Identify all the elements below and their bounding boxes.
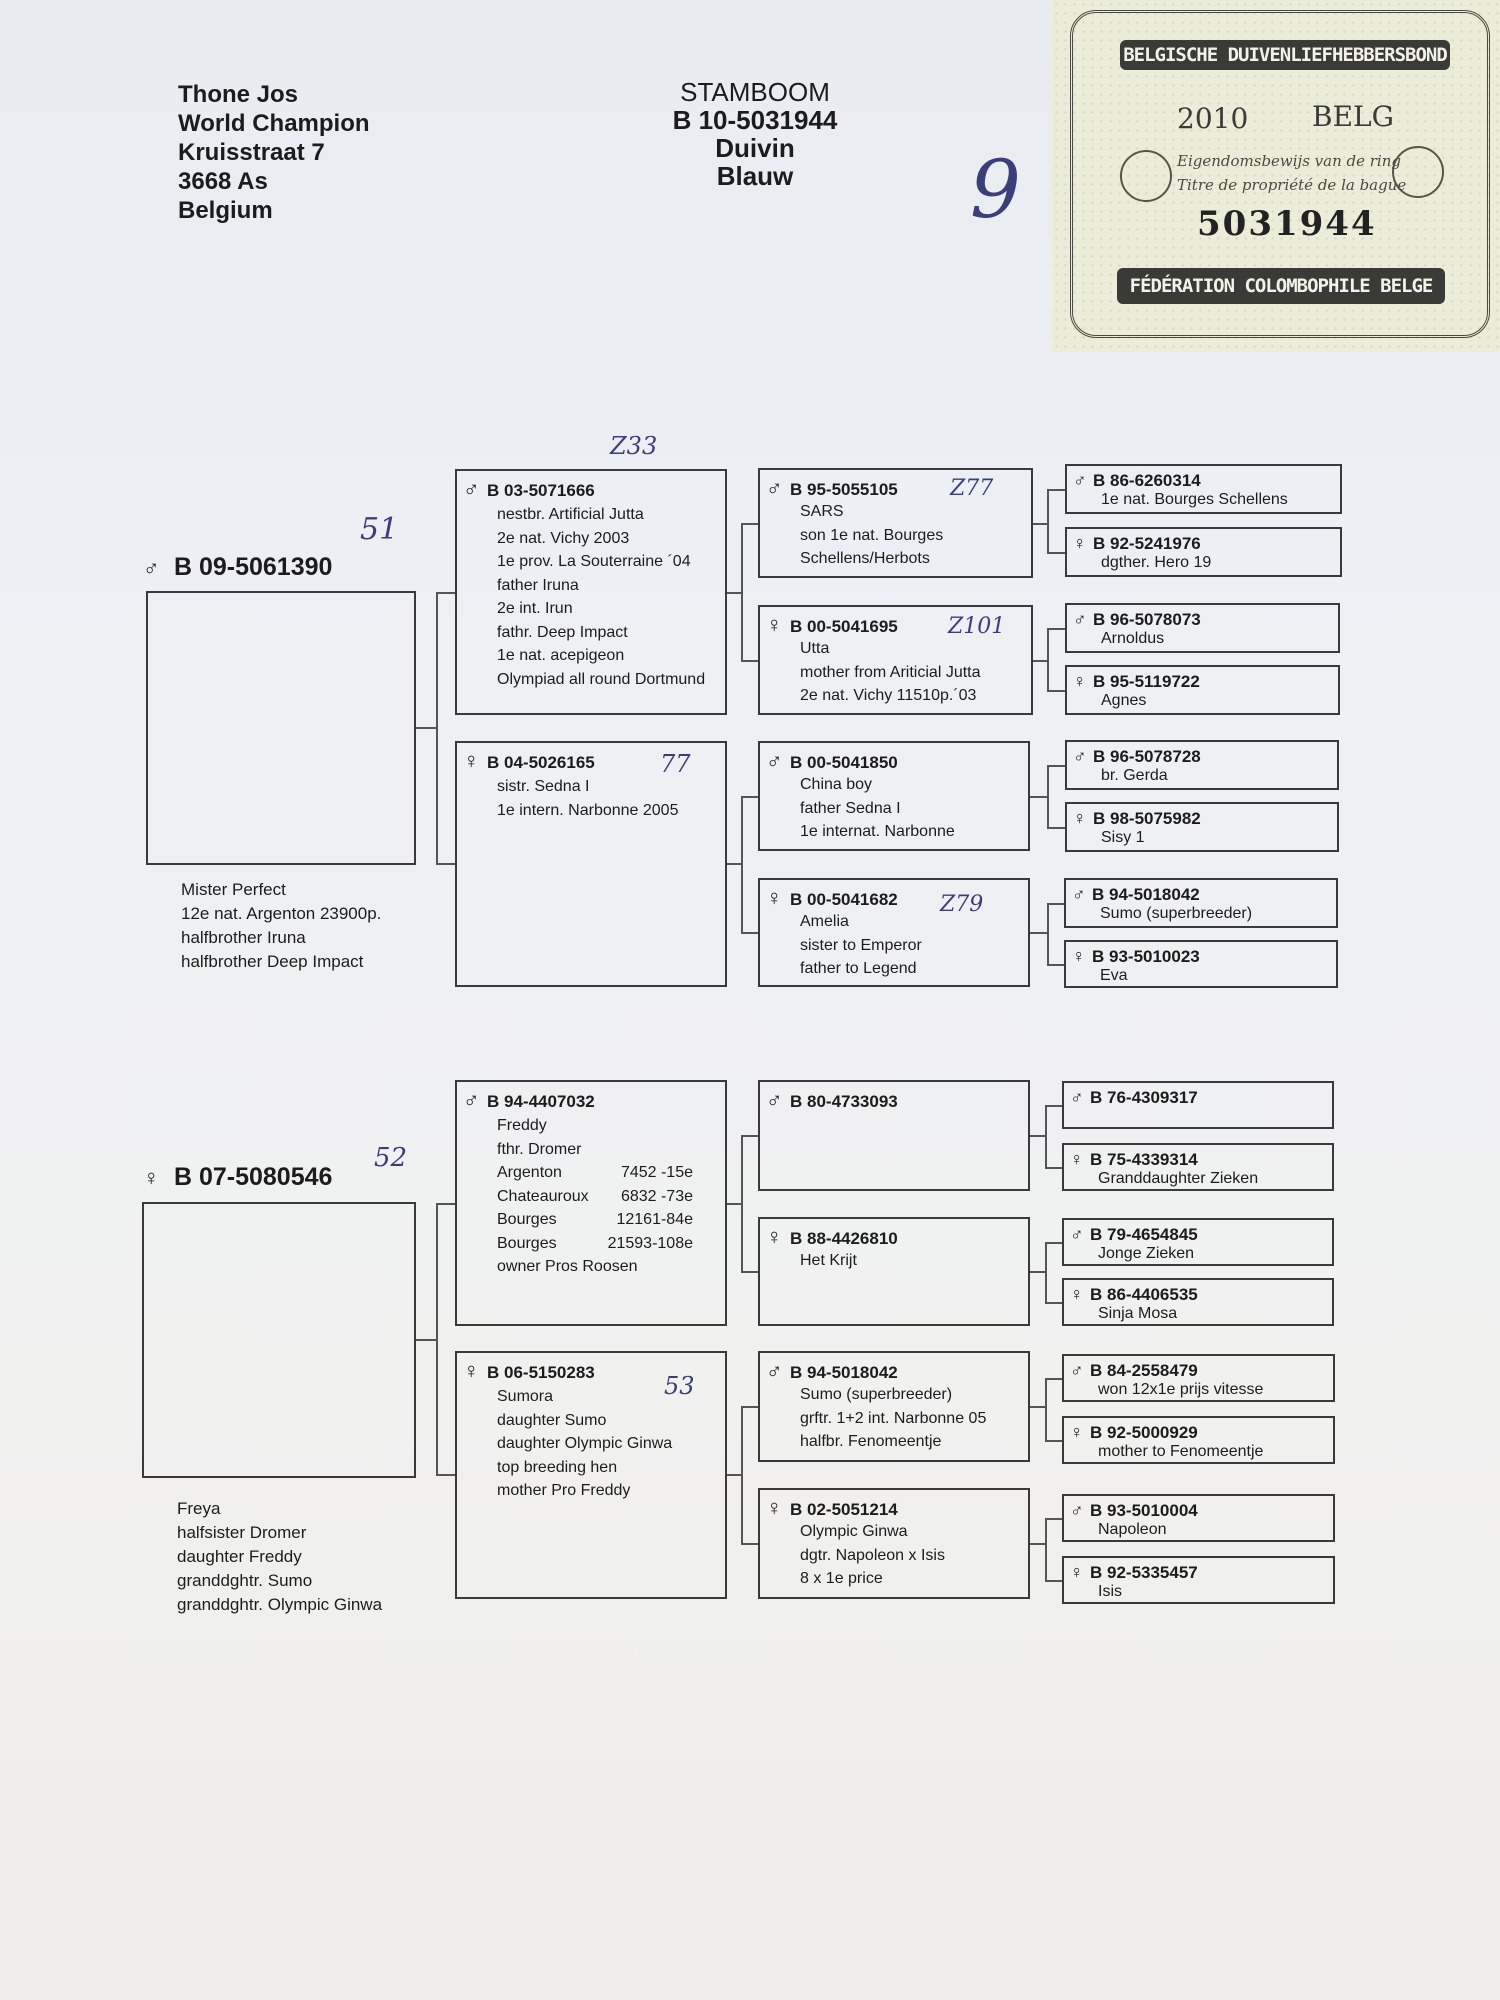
pedigree-box-dss: ♂B 80-4733093: [758, 1080, 1030, 1191]
pedigree-box-dsd: ♀B 88-4426810 Het Krijt: [758, 1217, 1030, 1326]
owner-street: Kruisstraat 7: [178, 139, 325, 166]
female-icon: ♀: [143, 1165, 160, 1190]
pedigree-box-ddd: ♀B 02-5051214 Olympic Ginwa dgtr. Napole…: [758, 1488, 1030, 1599]
pedigree-box-g4-2: ♀B 92-5241976 dgther. Hero 19: [1065, 527, 1342, 577]
seal-left-icon: [1120, 150, 1172, 202]
female-icon: ♀: [463, 748, 480, 773]
male-icon: ♂: [1073, 746, 1087, 766]
ss-hand-note: Z33: [610, 432, 658, 460]
male-icon: ♂: [143, 555, 160, 580]
male-icon: ♂: [766, 1087, 783, 1112]
crown-seal-icon: [1392, 146, 1444, 198]
female-icon: ♀: [766, 1224, 783, 1249]
male-icon: ♂: [1070, 1500, 1084, 1520]
pedigree-box-sd: ♀B 04-5026165 sistr. Sedna I 1e intern. …: [455, 741, 727, 987]
female-icon: ♀: [1070, 1284, 1084, 1304]
card-country: BELG: [1312, 100, 1394, 133]
owner-country: Belgium: [178, 197, 273, 224]
male-icon: ♂: [766, 1358, 783, 1383]
pedigree-header: STAMBOOM B 10-5031944 Duivin Blauw: [620, 78, 890, 190]
male-icon: ♂: [463, 1087, 480, 1112]
male-icon: ♂: [1072, 884, 1086, 904]
female-icon: ♀: [1070, 1562, 1084, 1582]
sss-hand-note: Z77: [950, 476, 994, 501]
owner-name: Thone Jos: [178, 81, 299, 108]
dd-hand-note: 53: [664, 1372, 695, 1400]
pedigree-box-g4-15: ♂B 93-5010004 Napoleon: [1062, 1494, 1335, 1542]
card-year: 2010: [1177, 102, 1249, 135]
female-icon: ♀: [1073, 808, 1087, 828]
pedigree-box-g4-4: ♀B 95-5119722 Agnes: [1065, 665, 1340, 715]
card-bottom-banner: FÉDÉRATION COLOMBOPHILE BELGE: [1117, 268, 1445, 304]
pedigree-box-g4-7: ♂B 94-5018042 Sumo (superbreeder): [1064, 878, 1338, 928]
ring-ownership-card: BELGISCHE DUIVENLIEFHEBBERSBOND 2010 BEL…: [1052, 0, 1500, 352]
female-icon: ♀: [463, 1358, 480, 1383]
card-line-1: Eigendomsbewijs van de ring: [1177, 152, 1401, 170]
pedigree-title: STAMBOOM: [680, 77, 830, 107]
pedigree-box-g4-16: ♀B 92-5335457 Isis: [1062, 1556, 1335, 1604]
female-icon: ♀: [1070, 1149, 1084, 1169]
owner-address: Thone Jos World Champion Kruisstraat 7 3…: [178, 80, 370, 225]
sire-hand-note: 51: [360, 512, 399, 547]
dam-ring: ♀ B 07-5080546: [143, 1163, 333, 1191]
female-icon: ♀: [766, 885, 783, 910]
card-ring-number: 5031944: [1197, 204, 1377, 244]
female-icon: ♀: [1072, 946, 1086, 966]
sd-hand-note: 77: [660, 750, 691, 778]
female-icon: ♀: [1073, 533, 1087, 553]
card-frame: [1070, 10, 1490, 338]
pedigree-box-ds: ♂B 94-4407032 Freddy fthr. Dromer Argent…: [455, 1080, 727, 1326]
pedigree-box-g4-5: ♂B 96-5078728 br. Gerda: [1065, 740, 1339, 790]
owner-city: 3668 As: [178, 168, 268, 195]
female-icon: ♀: [766, 1495, 783, 1520]
handwritten-mark: 9: [970, 143, 1021, 236]
pedigree-box-dds: ♂B 94-5018042 Sumo (superbreeder) grftr.…: [758, 1351, 1030, 1462]
pedigree-box-g4-6: ♀B 98-5075982 Sisy 1: [1065, 802, 1339, 852]
male-icon: ♂: [766, 748, 783, 773]
male-icon: ♂: [1070, 1087, 1084, 1107]
pedigree-box-ss: ♂B 03-5071666 nestbr. Artificial Jutta 2…: [455, 469, 727, 715]
pigeon-sex: Duivin: [715, 133, 795, 163]
card-line-2: Titre de propriété de la bague: [1177, 176, 1407, 194]
dam-hand-note: 52: [374, 1143, 408, 1173]
male-icon: ♂: [1073, 609, 1087, 629]
pigeon-ring: B 10-5031944: [672, 105, 838, 135]
pedigree-box-dd: ♀B 06-5150283 Sumora daughter Sumo daugh…: [455, 1351, 727, 1599]
pedigree-box-g4-12: ♀B 86-4406535 Sinja Mosa: [1062, 1278, 1334, 1326]
pedigree-box-g4-9: ♂B 76-4309317: [1062, 1081, 1334, 1129]
dam-photo-placeholder: [142, 1202, 416, 1478]
card-top-banner: BELGISCHE DUIVENLIEFHEBBERSBOND: [1120, 40, 1450, 70]
pedigree-box-g4-8: ♀B 93-5010023 Eva: [1064, 940, 1338, 988]
pedigree-box-g4-13: ♂B 84-2558479 won 12x1e prijs vitesse: [1062, 1354, 1335, 1402]
pedigree-box-g4-1: ♂B 86-6260314 1e nat. Bourges Schellens: [1065, 464, 1342, 514]
male-icon: ♂: [463, 476, 480, 501]
pedigree-box-sdd: ♀B 00-5041682 Amelia sister to Emperor f…: [758, 878, 1030, 987]
female-icon: ♀: [1070, 1422, 1084, 1442]
ssd-hand-note: Z101: [948, 614, 1006, 639]
sire-photo-placeholder: [146, 591, 416, 865]
sdd-hand-note: Z79: [940, 892, 984, 917]
male-icon: ♂: [1070, 1224, 1084, 1244]
pedigree-box-g4-3: ♂B 96-5078073 Arnoldus: [1065, 603, 1340, 653]
owner-title: World Champion: [178, 110, 370, 137]
pedigree-box-g4-14: ♀B 92-5000929 mother to Fenomeentje: [1062, 1416, 1335, 1464]
pedigree-box-g4-10: ♀B 75-4339314 Granddaughter Zieken: [1062, 1143, 1334, 1191]
pedigree-box-sss: ♂B 95-5055105 SARS son 1e nat. Bourges S…: [758, 468, 1033, 578]
sire-description: Mister Perfect 12e nat. Argenton 23900p.…: [181, 880, 382, 971]
pedigree-box-g4-11: ♂B 79-4654845 Jonge Zieken: [1062, 1218, 1334, 1266]
pedigree-box-ssd: ♀B 00-5041695 Utta mother from Ariticial…: [758, 605, 1033, 715]
pigeon-color: Blauw: [716, 161, 794, 191]
pedigree-box-sds: ♂B 00-5041850 China boy father Sedna I 1…: [758, 741, 1030, 851]
male-icon: ♂: [1073, 470, 1087, 490]
female-icon: ♀: [1073, 671, 1087, 691]
male-icon: ♂: [766, 475, 783, 500]
dam-description: Freya halfsister Dromer daughter Freddy …: [177, 1499, 383, 1614]
sire-ring: ♂ B 09-5061390: [143, 553, 333, 581]
male-icon: ♂: [1070, 1360, 1084, 1380]
female-icon: ♀: [766, 612, 783, 637]
